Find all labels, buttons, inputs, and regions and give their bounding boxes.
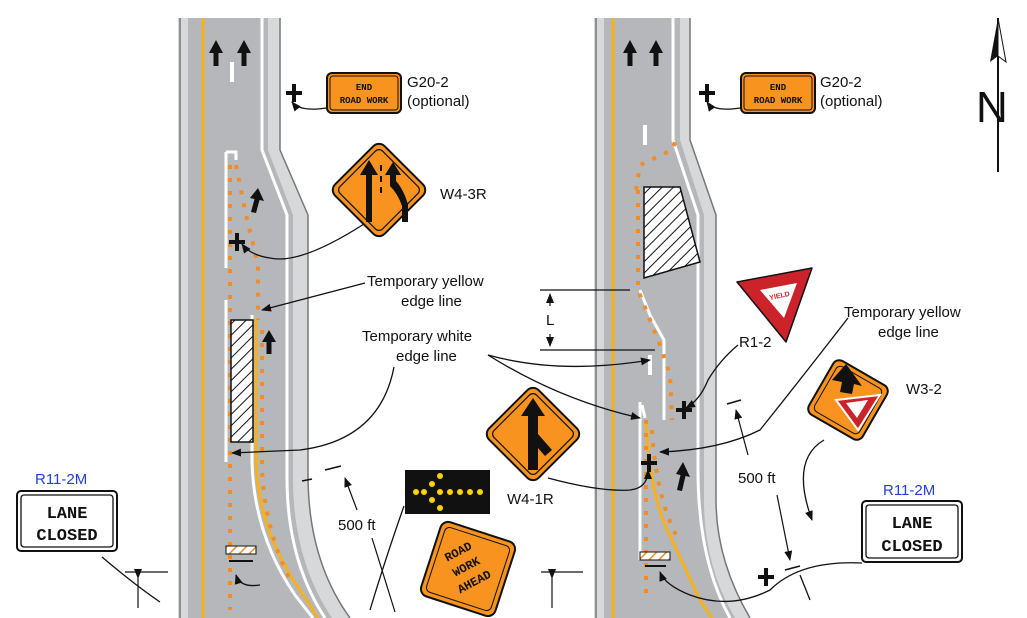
g20-2-right-code: G20-2 — [820, 74, 862, 91]
temp-white-line1: Temporary white — [362, 328, 472, 345]
w4-3r-code: W4-3R — [440, 186, 487, 203]
merge-icon — [521, 398, 552, 470]
dim-line-left-lower — [371, 537, 396, 613]
taper-length-label: L — [546, 312, 554, 329]
north-arrow: N — [976, 17, 1008, 172]
g20-2-left-line2: ROAD WORK — [340, 96, 389, 106]
dim-line-left-upper — [344, 477, 358, 511]
r11-2m-right-line2: CLOSED — [881, 538, 942, 557]
r11-2m-sign-right: LANE CLOSED — [861, 500, 963, 563]
g20-2-left-line1: END — [356, 83, 373, 93]
distance-right: 500 ft — [738, 470, 776, 487]
temp-yellow-right-line2: edge line — [878, 324, 939, 341]
g20-2-left-note: (optional) — [407, 93, 470, 110]
g20-2-right-note: (optional) — [820, 93, 883, 110]
north-symbol: N — [976, 83, 1008, 132]
g20-2-left-code: G20-2 — [407, 74, 449, 91]
arrow-ahead-icon — [832, 364, 862, 394]
distance-left: 500 ft — [338, 517, 376, 534]
arrow-board-left-arrow-icon — [413, 473, 483, 511]
g20-2-right-line1: END — [770, 83, 787, 93]
g20-2-right-line2: ROAD WORK — [754, 96, 803, 106]
r1-2-yield-sign: YIELD — [736, 267, 813, 343]
r11-2m-sign-left: LANE CLOSED — [16, 490, 118, 552]
g20-2-sign-left: END ROAD WORK — [326, 72, 402, 114]
temp-yellow-left-line2: edge line — [401, 293, 462, 310]
leader-lines — [101, 101, 863, 611]
r11-2m-right-line1: LANE — [892, 515, 933, 534]
left-roadway — [125, 18, 351, 618]
r11-2m-right-code: R11-2M — [883, 482, 935, 499]
w4-3r-sign — [331, 142, 427, 238]
r1-2-code: R1-2 — [739, 334, 772, 351]
temp-yellow-right-line1: Temporary yellow — [844, 304, 961, 321]
w4-1r-code: W4-1R — [507, 491, 554, 508]
w4-1r-sign — [485, 386, 581, 482]
temp-yellow-left-line1: Temporary yellow — [367, 273, 484, 290]
w3-2-code: W3-2 — [906, 381, 942, 398]
r11-2m-left-line2: CLOSED — [36, 527, 97, 546]
g20-2-sign-right: END ROAD WORK — [740, 72, 816, 114]
road-work-ahead-sign: ROAD WORK AHEAD — [419, 520, 517, 618]
r11-2m-left-code: R11-2M — [35, 471, 87, 488]
arrow-board — [405, 470, 490, 514]
yield-face-text: YIELD — [769, 291, 791, 302]
merge-lane-icon — [360, 160, 408, 222]
r11-2m-left-line1: LANE — [47, 505, 88, 524]
w3-2-sign — [807, 359, 889, 441]
temp-white-line2: edge line — [396, 348, 457, 365]
